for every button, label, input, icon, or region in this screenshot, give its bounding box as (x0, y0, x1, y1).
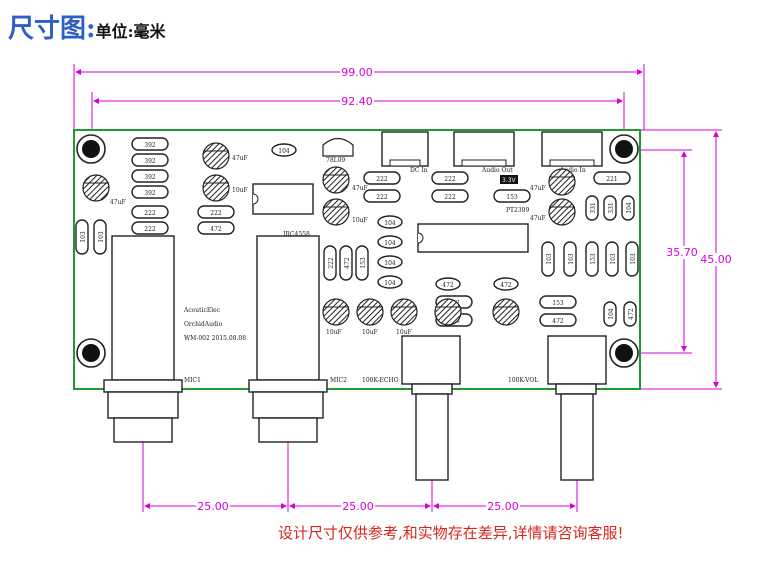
svg-text:221: 221 (606, 176, 617, 183)
svg-text:104: 104 (626, 202, 633, 214)
svg-text:392: 392 (144, 142, 156, 149)
svg-text:331: 331 (590, 202, 597, 213)
svg-text:100K-VOL: 100K-VOL (508, 377, 538, 384)
svg-text:103: 103 (80, 231, 87, 243)
svg-text:104: 104 (384, 220, 396, 227)
svg-text:153: 153 (506, 194, 518, 201)
svg-text:104: 104 (278, 148, 290, 155)
svg-text:153: 153 (590, 253, 597, 265)
svg-text:104: 104 (384, 280, 396, 287)
svg-text:DC In: DC In (410, 167, 428, 174)
board-info-text: AcouticElec OrchidAudio WM-002 2015.08.0… (183, 307, 538, 384)
svg-text:Audio In: Audio In (559, 167, 586, 174)
svg-text:47uF: 47uF (232, 155, 248, 162)
svg-text:47uF: 47uF (352, 185, 368, 192)
overall-width-label: 99.00 (341, 66, 373, 79)
svg-text:AcouticElec: AcouticElec (183, 307, 221, 314)
svg-text:222: 222 (444, 194, 456, 201)
svg-text:153: 153 (360, 257, 367, 269)
connector-audio-in: Audio In (541, 131, 603, 174)
svg-text:PT2399: PT2399 (506, 207, 529, 214)
svg-text:100K-ECHO: 100K-ECHO (362, 377, 399, 384)
svg-text:153: 153 (552, 300, 564, 307)
svg-text:222: 222 (328, 257, 335, 269)
svg-text:47uF: 47uF (530, 215, 546, 222)
electrolytic-capacitors: 47uF 47uF 10uF 47uF 10uF 10uF 10uF 10uF … (82, 142, 576, 336)
svg-text:10uF: 10uF (326, 329, 342, 336)
dimension-overall-height: 45.00 (640, 129, 733, 390)
svg-text:331: 331 (608, 202, 615, 213)
svg-text:10uF: 10uF (232, 187, 248, 194)
pot-echo (401, 335, 461, 481)
ic-pt2399: PT2399 (417, 207, 529, 253)
svg-text:472: 472 (552, 318, 564, 325)
svg-text:103: 103 (630, 253, 637, 265)
disclaimer-note: 设计尺寸仅供参考,和实物存在差异,详情请咨询客服! (278, 524, 624, 542)
svg-text:104: 104 (608, 308, 615, 320)
svg-text:392: 392 (144, 174, 156, 181)
svg-text:103: 103 (98, 231, 105, 243)
pot-volume (547, 335, 607, 481)
svg-text:392: 392 (144, 158, 156, 165)
dimension-title: 尺寸图:单位:毫米 (8, 8, 166, 45)
svg-text:WM-002 2015.08.08: WM-002 2015.08.08 (184, 335, 246, 342)
mic-jack-1 (103, 235, 183, 443)
svg-text:103: 103 (568, 253, 575, 265)
mic-jack-2 (248, 235, 328, 443)
svg-text:103: 103 (610, 253, 617, 265)
svg-text:OrchidAudio: OrchidAudio (184, 321, 223, 328)
dimension-overall-width: 99.00 (73, 64, 645, 130)
overall-height-label: 45.00 (700, 253, 732, 266)
svg-text:392: 392 (144, 190, 156, 197)
unit-text: 单位:毫米 (95, 22, 166, 41)
svg-text:3.3V: 3.3V (502, 177, 517, 184)
svg-text:47uF: 47uF (530, 185, 546, 192)
svg-text:222: 222 (144, 226, 156, 233)
svg-text:222: 222 (376, 176, 388, 183)
svg-text:47uF: 47uF (110, 199, 126, 206)
mounting-holes (76, 134, 639, 368)
connector-audio-out: Audio Out (453, 131, 515, 174)
svg-text:472: 472 (344, 257, 351, 269)
connector-dc-in: DC In (381, 131, 429, 174)
svg-text:10uF: 10uF (396, 329, 412, 336)
svg-text:472: 472 (442, 282, 454, 289)
svg-text:10uF: 10uF (352, 217, 368, 224)
pitch-2-label: 25.00 (342, 500, 374, 513)
svg-text:222: 222 (376, 194, 388, 201)
pitch-1-label: 25.00 (197, 500, 229, 513)
hole-width-label: 92.40 (341, 95, 373, 108)
svg-text:222: 222 (444, 176, 456, 183)
vertical-resistors: 103 103 222 472 153 103 103 153 103 103 … (75, 195, 639, 327)
hole-height-label: 35.70 (666, 246, 698, 259)
ceramic-capacitors: 104 104 104 104 104 472 472 (271, 143, 519, 291)
dimension-hole-height: 35.70 (640, 149, 699, 354)
svg-text:472: 472 (210, 226, 222, 233)
svg-text:472: 472 (500, 282, 512, 289)
svg-text:104: 104 (384, 240, 396, 247)
svg-text:472: 472 (628, 308, 635, 320)
svg-text:222: 222 (144, 210, 156, 217)
svg-text:103: 103 (546, 253, 553, 265)
svg-text:78L09: 78L09 (326, 157, 345, 164)
svg-text:104: 104 (384, 260, 396, 267)
dimension-hole-width: 92.40 (91, 92, 625, 130)
svg-text:MIC1: MIC1 (184, 377, 201, 384)
svg-text:JRC4558: JRC4558 (282, 231, 310, 238)
svg-text:MIC2: MIC2 (330, 377, 347, 384)
dimension-pitch: 25.00 25.00 25.00 (142, 438, 578, 513)
svg-text:Audio Out: Audio Out (481, 167, 513, 174)
ic-jrc4558: JRC4558 (252, 183, 314, 238)
svg-text:222: 222 (210, 210, 222, 217)
pitch-3-label: 25.00 (487, 500, 519, 513)
regulator-78l09: 78L09 (322, 137, 354, 164)
title-text: 尺寸图: (8, 14, 96, 44)
svg-text:10uF: 10uF (362, 329, 378, 336)
